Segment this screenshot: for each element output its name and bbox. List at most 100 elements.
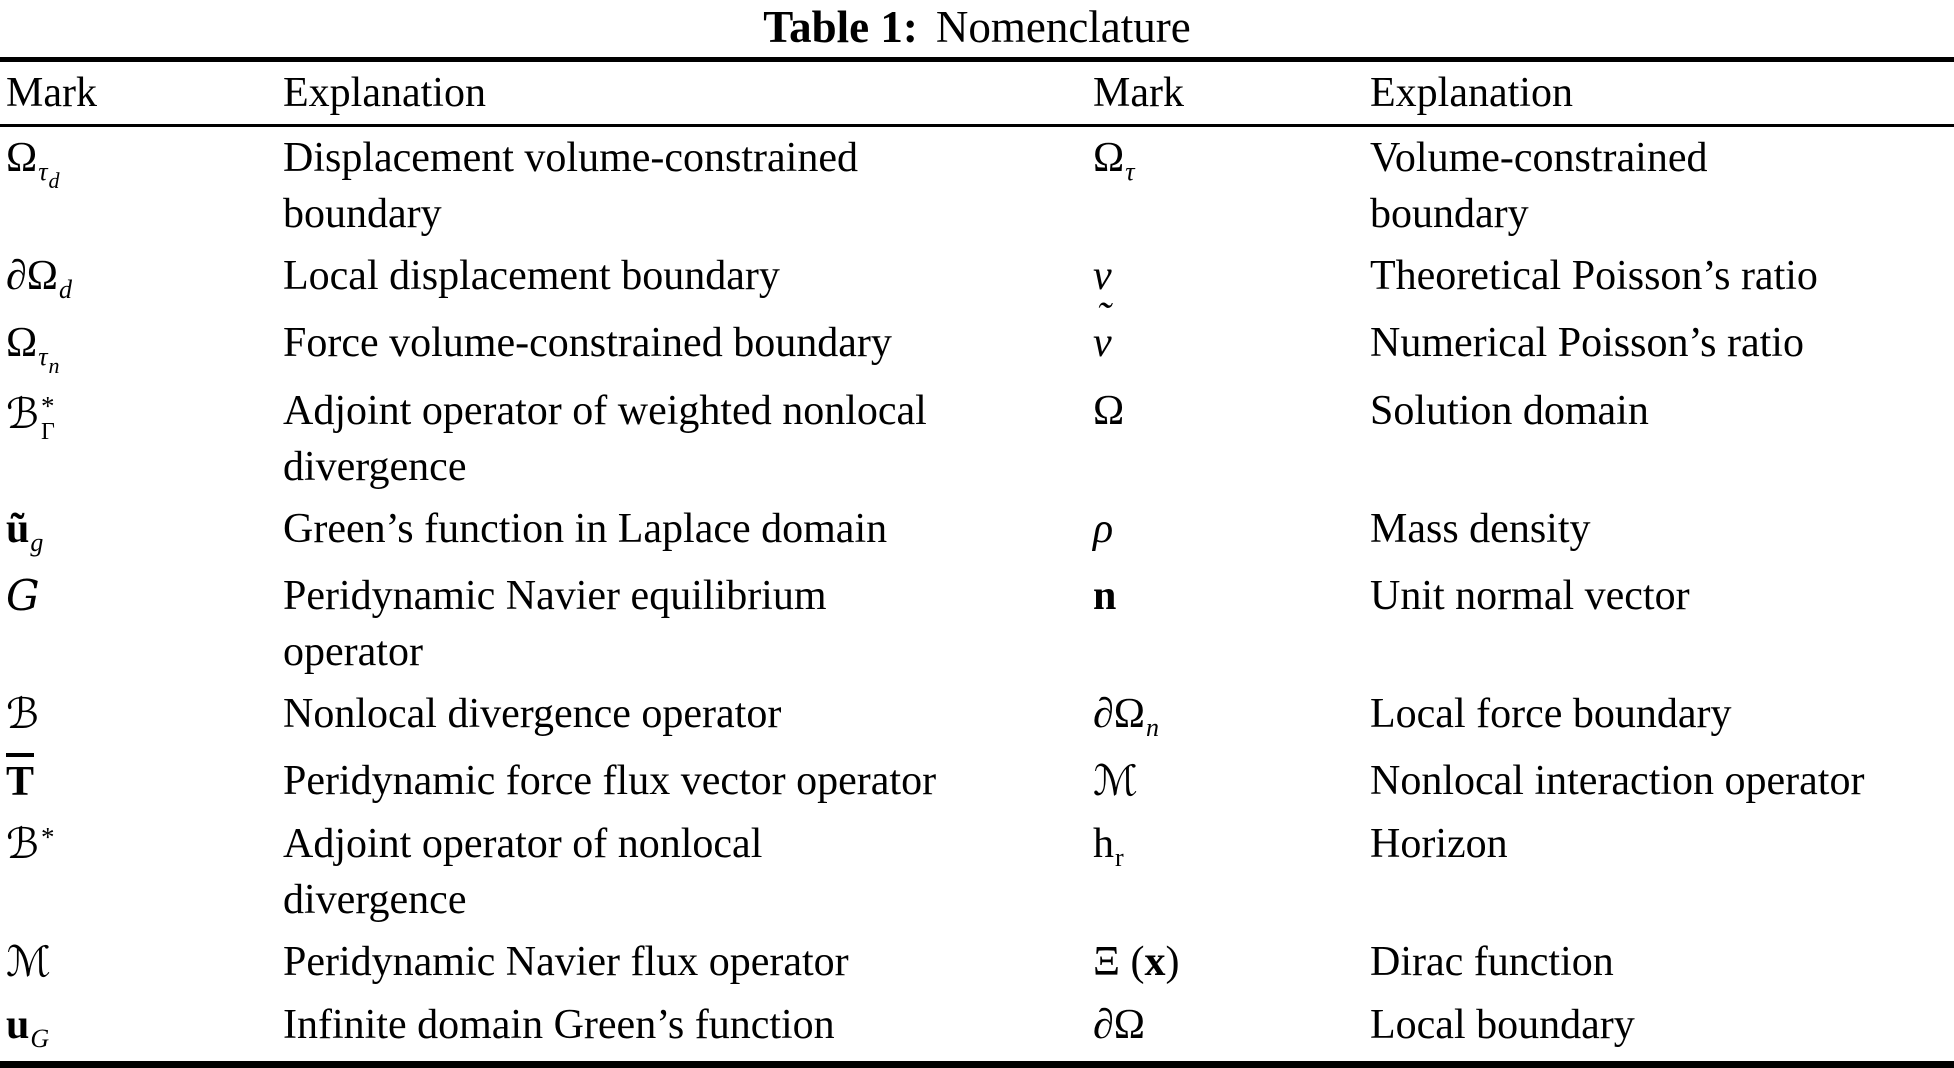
mark-cell-right: Ω [1093,380,1370,498]
mark-token: ˜ν [1093,295,1112,366]
mark-cell-right: hr [1093,813,1370,931]
explanation-line: divergence [283,877,467,923]
explanation-cell-left: Peridynamic Navier flux operator [283,931,1093,994]
mark-cell-left: ũg [0,498,283,565]
explanation-line: Adjoint operator of nonlocal [283,821,763,867]
mark-token: τ [38,342,48,371]
mark-token: Ω [26,253,58,299]
explanation-cell-right: Solution domain [1370,380,1954,498]
explanation-line: operator [283,629,423,675]
mark-token: n [1093,573,1117,619]
explanation-line: Peridynamic Navier equilibrium [283,573,827,619]
mark-token: ∂ [1093,691,1114,737]
column-header-mark-left: Mark [6,70,97,116]
mark-cell-right: ℳ [1093,750,1370,813]
explanation-line: Green’s function in Laplace domain [283,506,888,552]
mark-token: ∂ [6,253,27,299]
explanation-cell-right: Numerical Poisson’s ratio [1370,312,1954,380]
explanation-line: Force volume-constrained boundary [283,320,892,366]
mark-token: * [41,822,55,852]
mark-token: u [6,1002,30,1048]
mark-cell-right: ρ [1093,498,1370,565]
explanation-cell-right: Mass density [1370,498,1954,565]
explanation-line: Theoretical Poisson’s ratio [1370,253,1818,299]
mark-cell-left: ∂Ωd [0,245,283,312]
explanation-cell-left: Peridynamic force flux vector operator [283,750,1093,813]
explanation-line: Solution domain [1370,388,1649,434]
mark-token: d [58,275,72,304]
mark-cell-left: T [0,750,283,813]
mark-cell-right: ∂Ωn [1093,683,1370,750]
explanation-cell-right: Theoretical Poisson’s ratio [1370,245,1954,312]
explanation-cell-right: Dirac function [1370,931,1954,994]
mark-token: G [30,1024,50,1053]
mark-cell-left: ℳ [0,931,283,994]
explanation-cell-left: Force volume-constrained boundary [283,312,1093,380]
explanation-line: Horizon [1370,821,1508,867]
explanation-line: Local boundary [1370,1002,1635,1048]
column-header-explanation-right: Explanation [1370,70,1573,116]
mark-cell-right: ˜ν [1093,295,1370,380]
mark-cell-right: ∂Ω [1093,994,1370,1065]
mark-cell-left: G [0,565,283,683]
explanation-line: Nonlocal divergence operator [283,691,782,737]
explanation-cell-left: Peridynamic Navier equilibrium operator [283,565,1093,683]
mark-token: g [30,528,44,557]
mark-cell-left: ℬ [0,683,283,750]
mark-token: τ [38,157,48,186]
mark-token: Ω [1093,135,1125,181]
mark-token: Ω [1113,1002,1145,1048]
explanation-line: Adjoint operator of weighted nonlocal [283,388,927,434]
column-header-mark-right: Mark [1093,70,1184,116]
explanation-cell-left: Green’s function in Laplace domain [283,498,1093,565]
mark-token: n [48,353,60,378]
explanation-cell-right: Local boundary [1370,994,1954,1065]
mark-token: Ω [6,135,38,181]
explanation-line: Infinite domain Green’s function [283,1002,835,1048]
mark-token: ℬ [6,389,40,438]
mark-cell-left: ℬ* [0,813,283,931]
mark-cell-left: ℬ*Γ [0,380,283,498]
mark-cell-left: Ωτd [0,126,283,246]
explanation-cell-left: Infinite domain Green’s function [283,994,1093,1065]
column-header-explanation-left: Explanation [283,70,486,116]
mark-token: ν [1093,253,1112,299]
explanation-line: Peridynamic Navier flux operator [283,939,849,985]
mark-token: ũ [6,506,30,552]
explanation-line: Nonlocal interaction operator [1370,758,1865,804]
mark-token: ℬ [6,819,40,868]
explanation-cell-right: Local force boundary [1370,683,1954,750]
mark-cell-left: uG [0,994,283,1065]
table-caption: Table 1: Nomenclature [0,0,1954,57]
explanation-line: boundary [1370,191,1529,237]
mark-cell-right: Ωτ [1093,126,1370,246]
mark-cell-right: n [1093,565,1370,683]
mark-token: τ [1125,157,1135,186]
header-row: Mark Explanation Mark Explanation [0,60,1954,126]
mark-token: ℳ [6,937,51,986]
explanation-cell-right: Horizon [1370,813,1954,931]
mark-token: r [1115,843,1124,872]
mark-token: h [1093,821,1114,867]
mark-token: ∂ [1093,1002,1114,1048]
mark-token: *Γ [41,391,55,445]
explanation-cell-left: Local displacement boundary [283,245,1093,312]
explanation-line: Displacement volume-constrained [283,135,858,181]
table-header: Mark Explanation Mark Explanation [0,60,1954,126]
mark-cell-left: Ωτn [0,312,283,380]
explanation-cell-left: Adjoint operator of nonlocal divergence [283,813,1093,931]
mark-token: ℳ [1093,756,1138,805]
mark-token: Ω [1093,388,1125,434]
mark-token: Ξ [1093,939,1121,985]
mark-token: d [48,168,60,193]
